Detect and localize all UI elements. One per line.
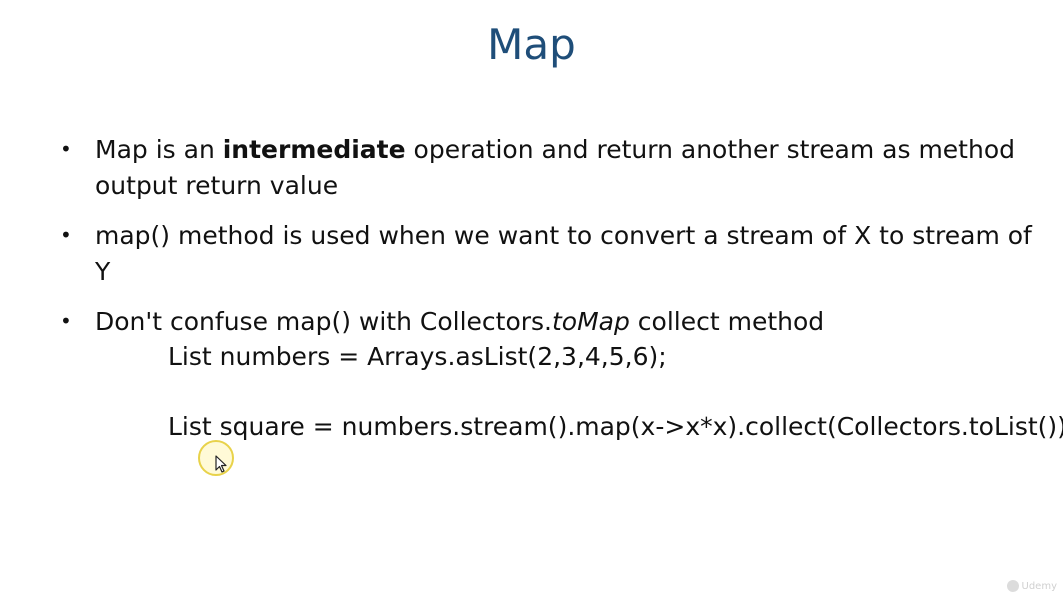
bullet-segment: collect method bbox=[629, 307, 825, 336]
bullet-list: • Map is an intermediate operation and r… bbox=[58, 132, 1048, 354]
bullet-text: Map is an intermediate operation and ret… bbox=[95, 135, 1015, 200]
watermark: Udemy bbox=[1006, 580, 1057, 592]
bullet-dot-icon: • bbox=[60, 309, 72, 333]
slide-title: Map bbox=[487, 20, 576, 69]
watermark-text: Udemy bbox=[1021, 580, 1057, 592]
code-line-square: List square = numbers.stream().map(x->x*… bbox=[168, 412, 1063, 441]
bullet-segment-italic: toMap bbox=[552, 307, 630, 336]
bullet-text: map() method is used when we want to con… bbox=[95, 221, 1032, 286]
bullet-item-dont-confuse: • Don't confuse map() with Collectors.to… bbox=[58, 304, 1048, 340]
bullet-item-map-intermediate: • Map is an intermediate operation and r… bbox=[58, 132, 1048, 204]
bullet-item-map-method: • map() method is used when we want to c… bbox=[58, 218, 1048, 290]
bullet-segment: operation and return another stream as m… bbox=[95, 135, 1015, 200]
mouse-pointer-icon bbox=[215, 455, 227, 473]
bullet-segment: map() method is used when we want to con… bbox=[95, 221, 1032, 286]
code-line-numbers: List numbers = Arrays.asList(2,3,4,5,6); bbox=[168, 342, 667, 371]
bullet-segment: Don't confuse map() with Collectors. bbox=[95, 307, 552, 336]
bullet-segment: Map is an bbox=[95, 135, 223, 164]
bullet-dot-icon: • bbox=[60, 223, 72, 247]
bullet-text: Don't confuse map() with Collectors.toMa… bbox=[95, 307, 824, 336]
bullet-segment-bold: intermediate bbox=[222, 135, 406, 164]
bullet-dot-icon: • bbox=[60, 137, 72, 161]
udemy-logo-icon bbox=[1006, 580, 1019, 592]
